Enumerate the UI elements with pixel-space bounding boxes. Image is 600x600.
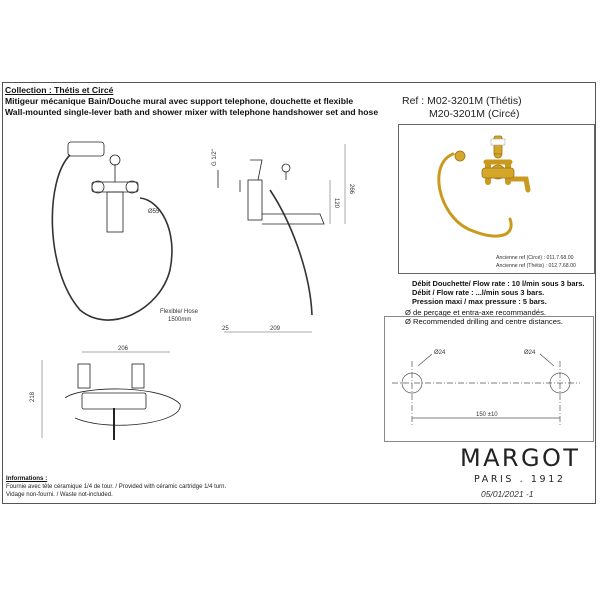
- product-photo: [437, 135, 531, 238]
- technical-drawing-top: 206 218: [30, 346, 181, 440]
- old-reference-circe: Ancienne ref (Circé) : 011.7.68.00: [496, 255, 574, 261]
- spec-flow: Débit / Flow rate : ...l/min sous 3 bars…: [412, 288, 545, 297]
- handle-diameter: Ø55: [148, 209, 160, 215]
- informations-line-1: Fournie avec tête céramique 1/4 de tour.…: [6, 484, 227, 490]
- brand-city: PARIS . 1912: [474, 474, 566, 485]
- product-title-en: Wall-mounted single-lever bath and showe…: [5, 107, 379, 117]
- old-reference-thetis: Ancienne ref (Thétis) : 012.7.68.00: [496, 263, 576, 269]
- depth-left: 25: [222, 326, 229, 332]
- drilling-note-en: Ø Recommended drilling and centre distan…: [405, 317, 563, 326]
- informations-line-2: Vidage non-fourni. / Waste not-included.: [6, 492, 113, 498]
- drilling-note-fr: Ø de perçage et entra-axe recommandés.: [405, 308, 546, 317]
- depth-spout: 209: [270, 326, 281, 332]
- technical-drawing-front: Ø55 Flexible/ Hose 1500mm: [51, 141, 199, 323]
- height-total: 266: [348, 184, 354, 195]
- spec-pressure: Pression maxi / max pressure : 5 bars.: [412, 297, 547, 306]
- thread-size: G 1/2": [212, 149, 218, 166]
- drill-right-diameter: Ø24: [524, 350, 536, 356]
- product-title-fr: Mitigeur mécanique Bain/Douche mural ave…: [5, 96, 354, 106]
- hose-label-2: 1500mm: [168, 317, 191, 323]
- drill-centre-distance: 150 ±10: [476, 412, 498, 418]
- informations-title: Informations :: [6, 475, 48, 482]
- document-date: 05/01/2021 -1: [481, 489, 534, 499]
- reference-line-1: Ref : M02-3201M (Thétis): [402, 95, 522, 107]
- hose-label-1: Flexible/ Hose: [160, 309, 199, 315]
- drilling-box: [384, 316, 594, 442]
- collection-title: Collection : Thétis et Circé: [5, 85, 114, 95]
- drawing-frame: [2, 82, 596, 504]
- spec-flow-shower: Débit Douchette/ Flow rate : 10 l/min so…: [412, 279, 585, 288]
- height-top: 218: [30, 391, 36, 402]
- drilling-diagram: Ø24 Ø24 150 ±10: [392, 350, 580, 426]
- brand-logo: MARGOT: [460, 444, 581, 472]
- height-spout: 120: [333, 198, 339, 209]
- drill-left-diameter: Ø24: [434, 350, 446, 356]
- width-top: 206: [118, 346, 129, 352]
- product-photo-box: [398, 124, 595, 274]
- technical-drawing-side: G 1/2" 266 120 25 209: [212, 144, 354, 333]
- reference-line-2: M20-3201M (Circé): [429, 108, 520, 120]
